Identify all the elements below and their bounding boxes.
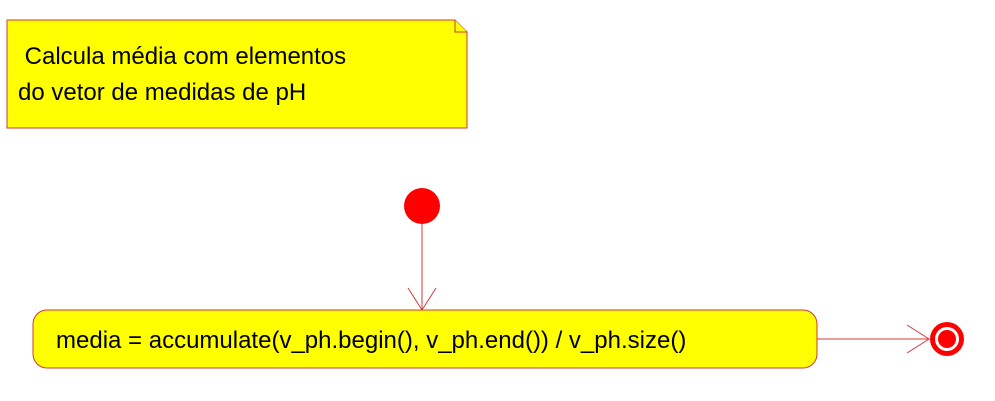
action-label: media = accumulate(v_ph.begin(), v_ph.en… (56, 327, 686, 354)
initial-node[interactable] (404, 188, 440, 224)
note-fold-corner (454, 20, 467, 33)
comment-note[interactable]: Calcula média com elementos do vetor de … (6, 19, 468, 129)
edge-action-to-final (817, 324, 930, 354)
note-body (6, 19, 468, 129)
note-line-1: Calcula média com elementos (18, 43, 346, 70)
final-node[interactable] (930, 322, 964, 356)
edge-initial-to-action (407, 224, 437, 311)
final-node-center (938, 330, 956, 348)
note-line-2: do vetor de medidas de pH (18, 79, 306, 106)
action-node[interactable]: media = accumulate(v_ph.begin(), v_ph.en… (32, 309, 818, 369)
edge-arrowhead (906, 324, 930, 354)
